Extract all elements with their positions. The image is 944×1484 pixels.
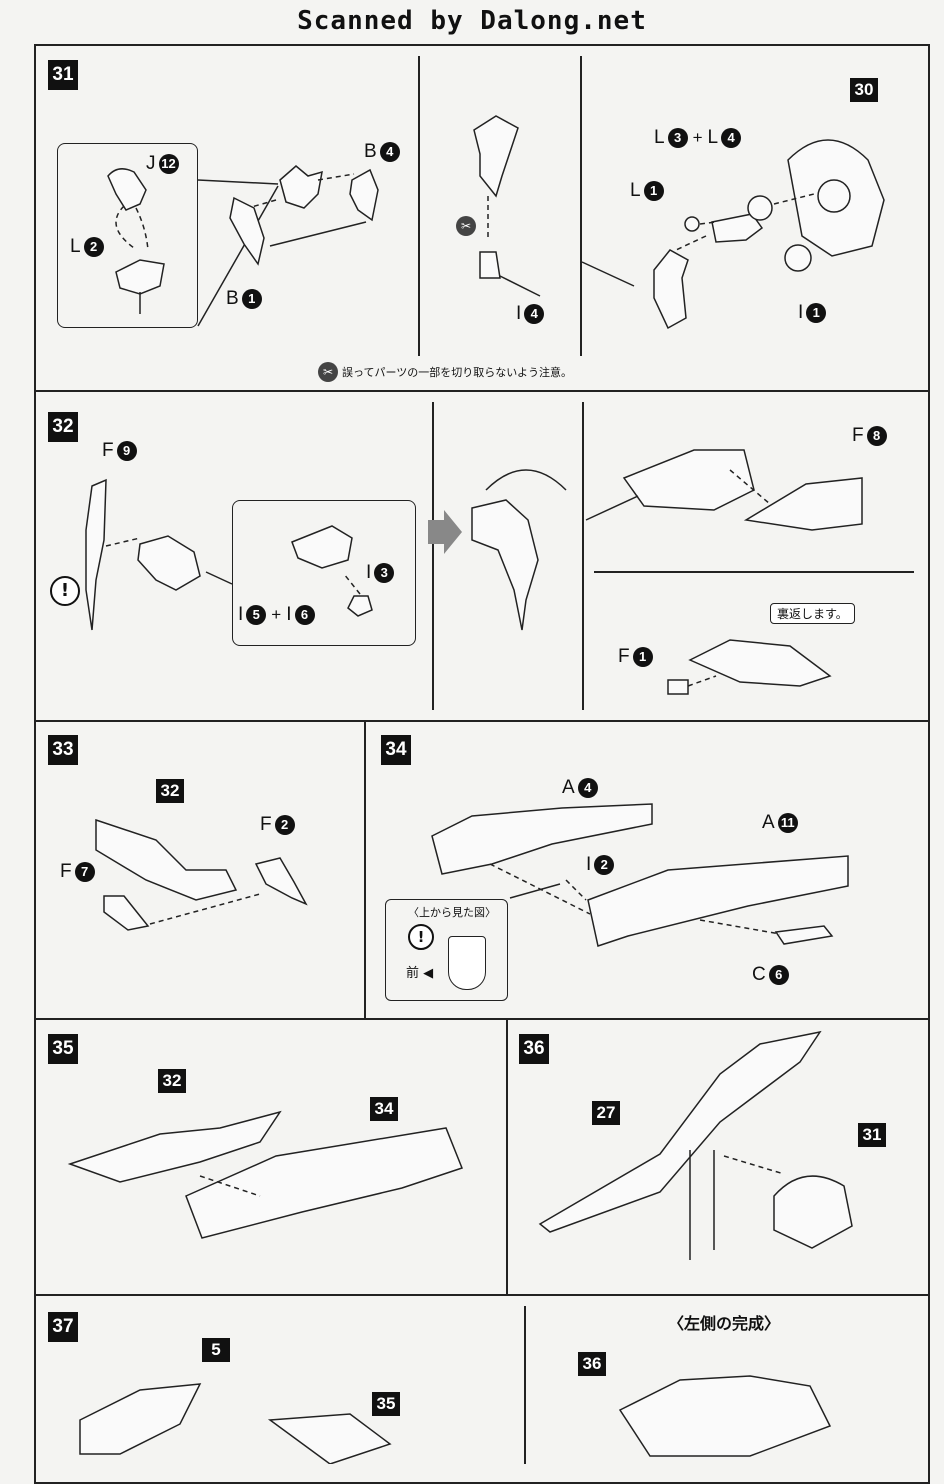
ref-step-32: 32 [158, 1069, 186, 1093]
caution-cut-icon: ✂ [456, 216, 476, 236]
step-32-inset [232, 500, 416, 646]
step-31-inset [57, 143, 198, 328]
divider [524, 1306, 526, 1464]
step-34-number: 34 [381, 735, 411, 765]
flip-over-callout: 裏返します。 [770, 603, 855, 624]
step-31-caution-note: ✂誤ってパーツの一部を切り取らないよう注意。 [318, 362, 572, 382]
step-37-number: 37 [48, 1312, 78, 1342]
ref-step-35: 35 [372, 1392, 400, 1416]
step-36-number: 36 [519, 1034, 549, 1064]
left-side-complete-title: 〈左側の完成〉 [668, 1314, 781, 1333]
scan-watermark-header: Scanned by Dalong.net [297, 6, 647, 36]
ref-step-5: 5 [202, 1338, 230, 1362]
top-view-inset [385, 899, 508, 1001]
divider [582, 402, 584, 710]
divider [580, 56, 582, 356]
ref-step-34: 34 [370, 1097, 398, 1121]
warning-icon: ! [408, 924, 434, 950]
ref-step-32: 32 [156, 779, 184, 803]
peg-top-view-icon [448, 936, 486, 990]
step-33-number: 33 [48, 735, 78, 765]
step-35-number: 35 [48, 1034, 78, 1064]
front-label: 前 ◀ [406, 966, 434, 981]
divider [432, 402, 434, 710]
top-view-title: 〈上から見た図〉 [408, 906, 496, 919]
ref-step-27: 27 [592, 1101, 620, 1125]
warning-icon: ! [50, 576, 80, 606]
caution-cut-icon: ✂ [318, 362, 338, 382]
divider [594, 571, 914, 573]
divider [418, 56, 420, 356]
ref-step-36: 36 [578, 1352, 606, 1376]
step-31-number: 31 [48, 60, 78, 90]
ref-step-30: 30 [850, 78, 878, 102]
step-32-number: 32 [48, 412, 78, 442]
ref-step-31: 31 [858, 1123, 886, 1147]
